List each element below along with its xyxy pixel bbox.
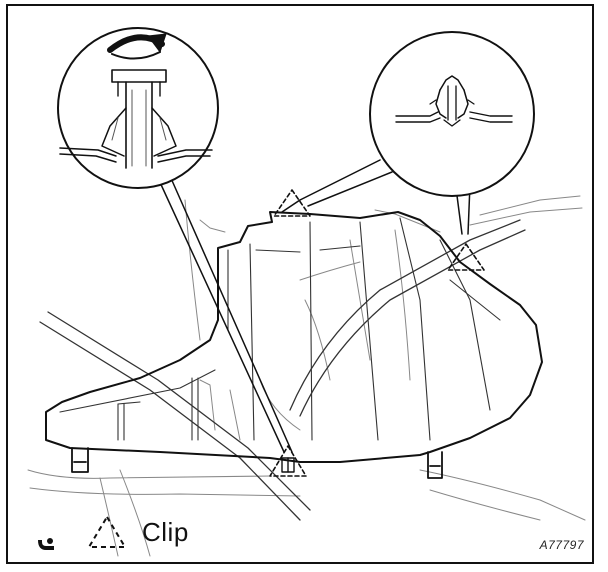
corner-logo-icon	[38, 538, 54, 550]
clip-triangle-icon	[87, 515, 127, 548]
legend: Clip	[86, 512, 189, 552]
clip-marker-bottom-body	[281, 457, 295, 473]
clip-marker-right	[447, 243, 485, 271]
cover-details	[59, 217, 501, 441]
mounting-tabs	[71, 447, 443, 479]
leader-lines	[157, 159, 471, 453]
clip-marker-bottom	[269, 445, 307, 477]
cover-outline	[45, 211, 543, 463]
figure-id: A77797	[539, 538, 584, 552]
legend-clip-label: Clip	[142, 516, 189, 547]
detail-circle-left	[57, 27, 219, 189]
clip-marker-top	[273, 189, 311, 217]
detail-circle-right	[369, 31, 535, 197]
routing-pipes	[39, 219, 526, 521]
background-body-lines	[27, 195, 586, 557]
